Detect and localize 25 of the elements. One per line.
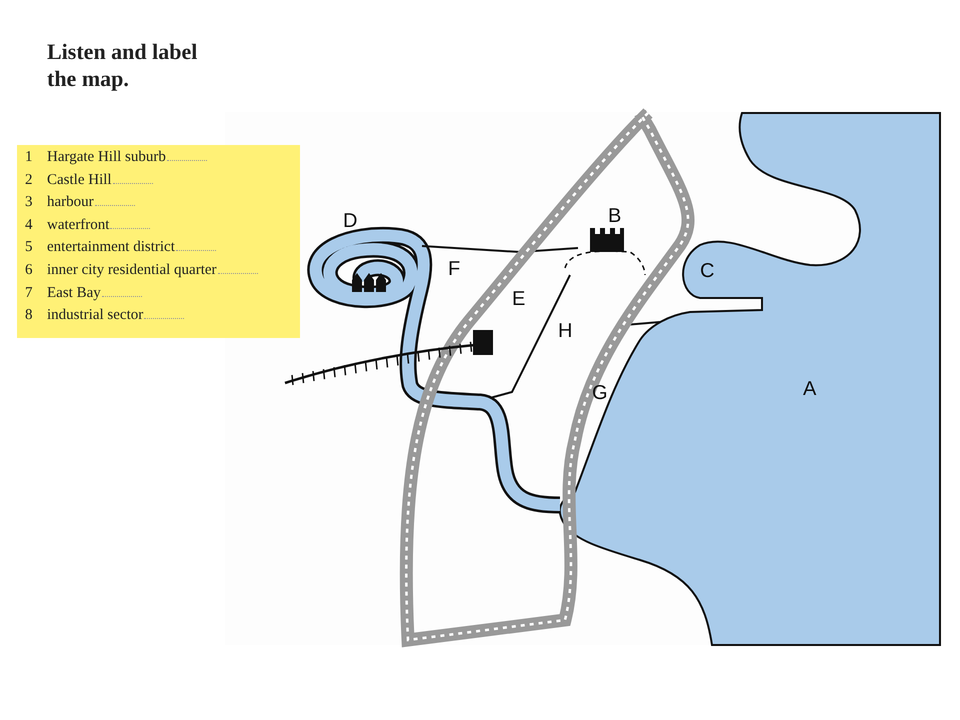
item-number: 6: [25, 262, 34, 279]
item-number: 7: [25, 284, 34, 302]
map-letter: A: [803, 378, 816, 401]
place-term: Castle Hill: [47, 172, 112, 189]
place-term: Hargate Hill suburb: [47, 149, 166, 166]
place-term: inner city residential quarter: [47, 262, 217, 279]
map-letter: E: [512, 288, 526, 311]
item-number: 2: [25, 172, 34, 189]
place-term: waterfront: [47, 216, 110, 234]
item-number: 1: [25, 149, 34, 166]
place-term: harbour: [47, 194, 94, 212]
place-term: industrial sector: [47, 307, 144, 324]
page-title: Listen and label the map.: [47, 38, 198, 92]
map-letter: F: [448, 258, 460, 281]
map-letter: H: [558, 320, 572, 343]
map-letter: D: [343, 210, 358, 233]
item-number: 8: [25, 307, 34, 324]
item-number: 3: [25, 194, 34, 212]
place-term: East Bay: [47, 284, 101, 302]
place-term: entertainment district: [47, 239, 175, 256]
map-letter: C: [700, 260, 714, 283]
map-letter: B: [608, 205, 622, 228]
map-letter: G: [592, 382, 608, 405]
item-number: 5: [25, 239, 34, 256]
item-number: 4: [25, 216, 34, 234]
